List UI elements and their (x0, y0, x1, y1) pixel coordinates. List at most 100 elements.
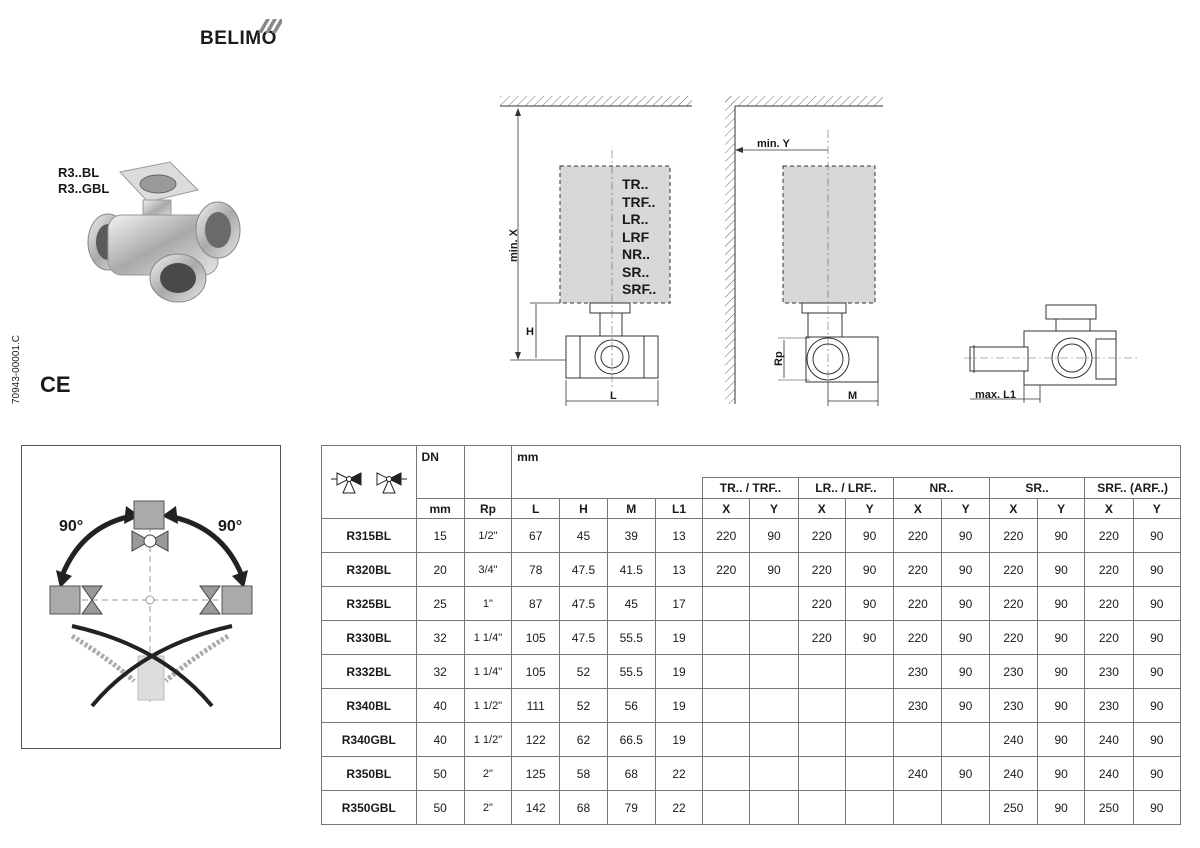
actuator-lrf: LRF (622, 228, 650, 245)
value-cell: 58 (559, 756, 608, 791)
value-cell: 142 (511, 790, 561, 825)
value-cell: 1 1/2" (463, 722, 513, 757)
group-header-nr: NR.. (893, 477, 990, 499)
value-cell: 220 (702, 552, 751, 587)
value-cell: 220 (1084, 620, 1134, 655)
value-cell (844, 722, 895, 757)
model-cell: R332BL (321, 654, 417, 689)
value-cell: 68 (606, 756, 656, 791)
value-cell (844, 790, 895, 825)
value-cell: 90 (1036, 722, 1086, 757)
column-header: X (797, 498, 846, 519)
value-cell: 45 (606, 586, 656, 621)
column-header: H (559, 498, 608, 519)
value-cell: 220 (1084, 518, 1134, 553)
label-m: M (848, 390, 858, 402)
value-cell: 68 (559, 790, 608, 825)
value-cell: 220 (797, 518, 846, 553)
rotation-diagram: 90° 90° (21, 445, 281, 749)
value-cell: 230 (1084, 654, 1134, 689)
group-header-srf: SRF.. (ARF..) (1084, 477, 1181, 499)
column-header: X (988, 498, 1039, 519)
value-cell: 90 (844, 552, 895, 587)
model-label-gbl: R3..GBL (58, 181, 110, 196)
value-cell: 90 (1036, 654, 1086, 689)
value-cell: 220 (797, 620, 846, 655)
value-cell (702, 586, 751, 621)
model-cell: R325BL (321, 586, 417, 621)
dn-header: DN (415, 445, 465, 499)
value-cell (797, 756, 846, 791)
value-cell: 50 (415, 790, 465, 825)
value-cell: 40 (415, 688, 465, 723)
value-cell (749, 790, 799, 825)
column-header: L1 (654, 498, 704, 519)
value-cell: 240 (1084, 722, 1134, 757)
value-cell (941, 722, 990, 757)
value-cell (844, 654, 895, 689)
value-cell: 13 (654, 518, 704, 553)
value-cell: 19 (654, 620, 704, 655)
actuator-nr: NR.. (622, 246, 650, 262)
value-cell: 2" (463, 756, 513, 791)
value-cell: 90 (1132, 756, 1182, 791)
rotation-angle-right: 90° (218, 518, 243, 535)
value-cell: 125 (511, 756, 561, 791)
value-cell: 220 (988, 518, 1039, 553)
value-cell: 25 (415, 586, 465, 621)
value-cell (702, 620, 751, 655)
value-cell: 3/4" (463, 552, 513, 587)
valve-symbols-icon (330, 471, 407, 493)
value-cell: 90 (941, 552, 990, 587)
value-cell: 90 (844, 620, 895, 655)
label-l: L (610, 390, 617, 402)
value-cell: 47.5 (559, 586, 608, 621)
value-cell: 220 (893, 620, 943, 655)
document-number: 70943-00001.C (11, 335, 22, 404)
value-cell: 90 (1036, 552, 1086, 587)
column-header: L (511, 498, 561, 519)
column-header: Y (844, 498, 895, 519)
column-header: X (893, 498, 943, 519)
value-cell: 13 (654, 552, 704, 587)
value-cell (797, 790, 846, 825)
model-cell: R350BL (321, 756, 417, 791)
value-cell: 105 (511, 620, 561, 655)
mm-header: mm (511, 445, 1181, 478)
value-cell: 230 (988, 654, 1039, 689)
value-cell (797, 722, 846, 757)
value-cell: 45 (559, 518, 608, 553)
value-cell: 52 (559, 654, 608, 689)
value-cell: 41.5 (606, 552, 656, 587)
model-label-bl: R3..BL (58, 165, 100, 180)
column-header: M (606, 498, 656, 519)
label-rp: Rp (773, 351, 785, 366)
value-cell: 90 (844, 518, 895, 553)
value-cell (893, 722, 943, 757)
model-cell: R315BL (321, 518, 417, 553)
value-cell (941, 790, 990, 825)
value-cell: 90 (941, 518, 990, 553)
value-cell (702, 790, 751, 825)
label-min-x: min. X (508, 228, 520, 262)
label-max-l1: max. L1 (975, 389, 1016, 401)
model-cell: R340GBL (321, 722, 417, 757)
actuator-tr: TR.. (622, 176, 649, 192)
value-cell: 79 (606, 790, 656, 825)
value-cell: 111 (511, 688, 561, 723)
column-header: X (1084, 498, 1134, 519)
value-cell: 240 (893, 756, 943, 791)
value-cell: 90 (1132, 654, 1182, 689)
valve-symbols-cell (321, 445, 417, 519)
value-cell: 220 (893, 586, 943, 621)
value-cell: 220 (988, 586, 1039, 621)
value-cell: 90 (1036, 518, 1086, 553)
value-cell: 230 (893, 688, 943, 723)
value-cell: 220 (988, 552, 1039, 587)
model-cell: R350GBL (321, 790, 417, 825)
value-cell: 90 (1036, 790, 1086, 825)
